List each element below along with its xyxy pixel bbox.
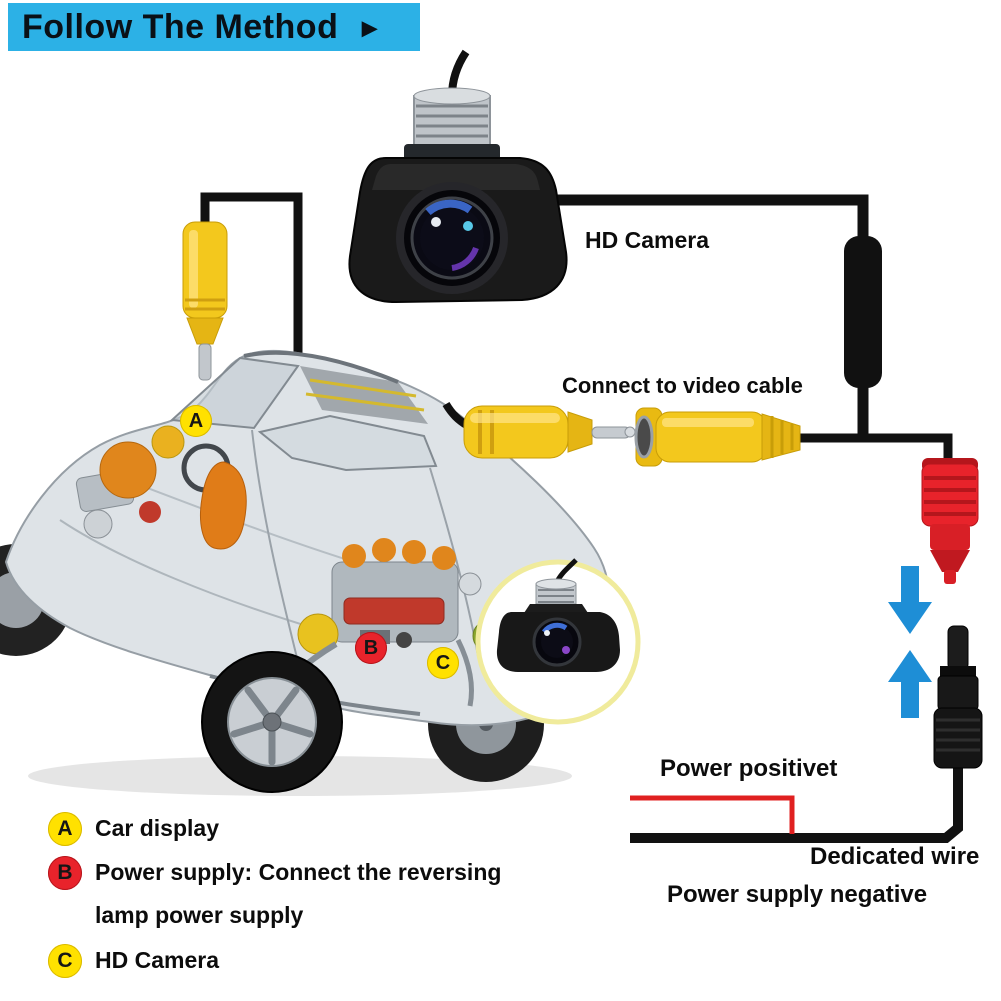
- wire-car-display: [200, 192, 303, 436]
- chassis-line: [59, 519, 321, 631]
- legend-marker-b: B: [48, 856, 82, 890]
- hd-camera-label: HD Camera: [585, 227, 709, 253]
- inset-camera-circle: [475, 558, 641, 725]
- rca-plug-male: [442, 401, 636, 459]
- legend-text-b-line2: lamp power supply: [95, 902, 304, 928]
- legend-marker-a: A: [48, 812, 82, 846]
- power-positive-label: Power positivet: [660, 755, 838, 782]
- mini-camera: [496, 578, 620, 672]
- legend-text-b-line1: Power supply: Connect the reversing: [95, 859, 502, 885]
- roof-slats: [305, 378, 425, 412]
- video-cable-label: Connect to video cable: [562, 373, 803, 398]
- marker-b-car: B: [355, 632, 387, 664]
- car-illustration: [0, 349, 611, 793]
- title-text: Follow The Method: [22, 7, 339, 46]
- wire-dedicated-red: [630, 795, 795, 834]
- cable-sleeve: [844, 236, 882, 388]
- power-connector-red: [921, 458, 979, 584]
- dc-plug: [933, 625, 983, 769]
- wire-video-to-power: [800, 433, 953, 466]
- camera-lens: [396, 182, 508, 294]
- rca-plug-car-display: [182, 221, 228, 381]
- side-window: [257, 414, 438, 472]
- hd-camera-illustration: [348, 49, 568, 304]
- front-engine-parts: [75, 425, 247, 550]
- play-arrow-icon: ►: [356, 12, 384, 43]
- title-banner: Follow The Method ►: [8, 3, 420, 51]
- legend-text-c: HD Camera: [95, 947, 219, 973]
- wire-power-negative: [630, 766, 963, 843]
- rca-jack-female: [634, 407, 801, 467]
- marker-a-car: A: [180, 405, 212, 437]
- dedicated-wire-label: Dedicated wire: [810, 843, 980, 870]
- marker-c-car: C: [427, 647, 459, 679]
- arrow-up-icon: [888, 650, 932, 718]
- legend-marker-c: C: [48, 944, 82, 978]
- roof-frame: [243, 350, 399, 384]
- wires: [200, 192, 963, 843]
- power-negative-label: Power supply negative: [667, 881, 928, 908]
- legend-text-a: Car display: [95, 815, 219, 841]
- main-wheel: [201, 651, 343, 793]
- roof-panel: [300, 366, 428, 424]
- arrow-down-icon: [888, 566, 932, 634]
